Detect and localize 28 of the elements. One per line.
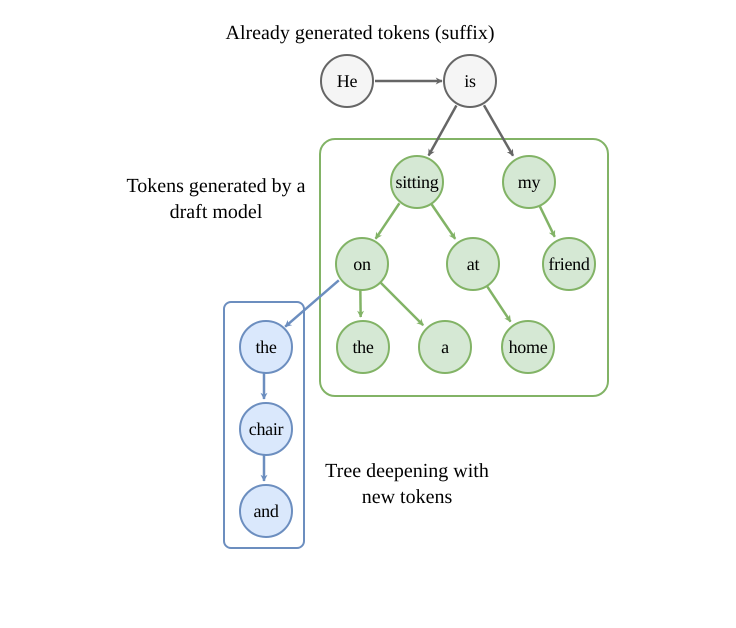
token-text: is bbox=[464, 72, 476, 90]
token-text: sitting bbox=[396, 173, 438, 191]
arrow bbox=[284, 279, 340, 328]
token-text: and bbox=[253, 502, 279, 520]
token-text: friend bbox=[548, 255, 590, 273]
arrow bbox=[260, 373, 268, 400]
arrow bbox=[538, 204, 556, 238]
token-text: He bbox=[336, 72, 358, 90]
token-text: a bbox=[441, 338, 449, 356]
arrow bbox=[485, 284, 512, 322]
group-caption: Tokens generated by a draft model bbox=[126, 174, 306, 225]
arrow bbox=[357, 290, 364, 318]
arrow bbox=[374, 202, 400, 240]
arrow bbox=[378, 280, 424, 326]
token-text: on bbox=[353, 255, 371, 273]
token-text: the bbox=[255, 338, 277, 356]
token-text: at bbox=[466, 255, 480, 273]
arrow bbox=[430, 202, 456, 240]
group-caption: Tree deepening with new tokens bbox=[324, 459, 490, 510]
token-text: home bbox=[508, 338, 548, 356]
arrow bbox=[482, 104, 514, 156]
arrow bbox=[260, 455, 268, 482]
token-text: the bbox=[352, 338, 374, 356]
arrow bbox=[375, 78, 443, 84]
arrow bbox=[428, 104, 458, 156]
title: Already generated tokens (suffix) bbox=[224, 21, 496, 46]
token-text: my bbox=[518, 173, 540, 191]
token-text: chair bbox=[248, 420, 284, 438]
